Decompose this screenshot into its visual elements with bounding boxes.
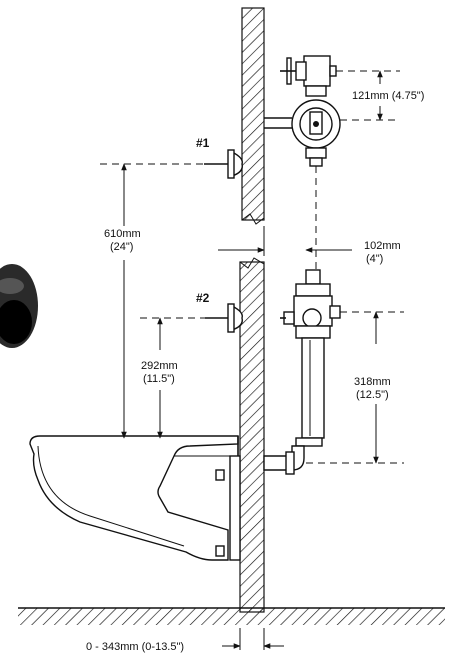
outlet-2-label: #2	[196, 291, 210, 305]
dimension-102mm	[218, 166, 352, 270]
dim-121-label: 121mm (4.75")	[352, 90, 424, 102]
dim-102-mm-label: 102mm	[364, 240, 401, 252]
lower-valve-assembly	[263, 269, 341, 475]
float-ball	[0, 264, 38, 348]
outlet-1-label: #1	[196, 136, 210, 150]
water-outlet-2	[205, 303, 243, 333]
wall-lower	[239, 257, 265, 613]
dimension-292mm	[140, 317, 205, 439]
drinking-trough	[29, 435, 241, 561]
dimension-wall-thickness	[222, 628, 284, 650]
dim-wall-label: 0 - 343mm (0-13.5")	[86, 641, 184, 653]
dimension-318mm	[306, 311, 404, 464]
dimension-121mm	[336, 70, 400, 121]
dim-610-in-label: (24")	[110, 241, 133, 253]
floor	[18, 607, 445, 627]
dim-292-mm-label: 292mm	[141, 360, 178, 372]
wall-upper	[241, 7, 265, 225]
upper-valve-assembly	[264, 55, 341, 167]
dim-318-mm-label: 318mm	[354, 376, 391, 388]
dim-102-in-label: (4")	[366, 253, 383, 265]
water-outlet-1	[204, 149, 243, 179]
dim-318-in-label: (12.5")	[356, 389, 389, 401]
dim-610-mm-label: 610mm	[104, 228, 141, 240]
dim-292-in-label: (11.5")	[143, 373, 175, 385]
dimension-610mm	[100, 163, 204, 439]
